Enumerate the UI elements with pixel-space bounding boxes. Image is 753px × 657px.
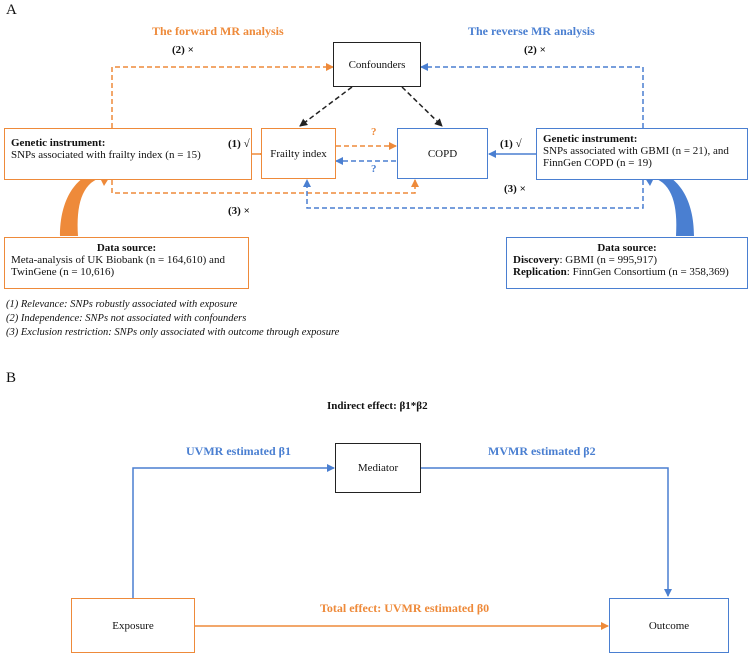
reverse-mr-title: The reverse MR analysis	[468, 24, 595, 38]
confounders-label: Confounders	[348, 58, 406, 71]
uvmr-beta1-label: UVMR estimated β1	[186, 444, 291, 458]
mvmr-beta2-label: MVMR estimated β2	[488, 444, 596, 458]
assumptions-list: (1) Relevance: SNPs robustly associated …	[6, 298, 339, 340]
right-source-discovery: Discovery: GBMI (n = 995,917)	[513, 254, 741, 266]
forward-mr-title: The forward MR analysis	[152, 24, 284, 38]
replication-label: Replication	[513, 266, 567, 278]
right-source-replication: Replication: FinnGen Consortium (n = 358…	[513, 266, 741, 278]
forward-independence-arrow	[111, 63, 334, 128]
forward-independence-mark: (2) ×	[172, 44, 194, 56]
reverse-exclusion-arrow	[303, 179, 644, 209]
left-genetic-instrument-box: Genetic instrument: SNPs associated with…	[4, 128, 252, 180]
reverse-exclusion-mark: (3) ×	[504, 183, 526, 195]
panel-b-label: B	[6, 370, 17, 386]
right-instrument-line2: FinnGen COPD (n = 19)	[543, 157, 652, 169]
right-genetic-instrument-box: Genetic instrument: SNPs associated with…	[536, 128, 748, 180]
left-source-curved-arrow	[60, 162, 118, 236]
exposure-to-mediator-arrow	[132, 464, 335, 598]
total-effect-label: Total effect: UVMR estimated β0	[320, 601, 490, 615]
left-source-line1: Meta-analysis of UK Biobank (n = 164,610…	[11, 254, 225, 266]
frailty-index-box: Frailty index	[261, 128, 336, 179]
left-source-heading: Data source:	[96, 242, 157, 254]
indirect-effect-label: Indirect effect: β1*β2	[327, 400, 428, 412]
right-instrument-heading: Genetic instrument:	[543, 133, 638, 145]
assumption-independence: (2) Independence: SNPs not associated wi…	[6, 313, 247, 324]
confounder-to-frailty-arrow	[299, 86, 353, 127]
forward-question-mark: ?	[371, 126, 377, 138]
exposure-label: Exposure	[112, 619, 154, 632]
mediator-box: Mediator	[335, 443, 421, 493]
mediator-to-outcome-arrow	[420, 467, 672, 597]
right-source-heading: Data source:	[597, 242, 657, 254]
right-data-source-box: Data source: Discovery: GBMI (n = 995,91…	[506, 237, 748, 289]
left-instrument-text: SNPs associated with frailty index (n = …	[11, 149, 201, 161]
assumption-relevance: (1) Relevance: SNPs robustly associated …	[6, 299, 238, 310]
reverse-relevance-mark: (1) √	[500, 138, 522, 150]
outcome-box: Outcome	[609, 598, 729, 653]
copd-box: COPD	[397, 128, 488, 179]
assumption-exclusion: (3) Exclusion restriction: SNPs only ass…	[6, 327, 340, 338]
reverse-independence-mark: (2) ×	[524, 44, 546, 56]
right-source-curved-arrow	[636, 162, 694, 236]
left-instrument-heading: Genetic instrument:	[11, 137, 106, 149]
forward-exclusion-arrow	[111, 179, 419, 194]
reverse-independence-arrow	[420, 63, 644, 128]
panel-a-label: A	[6, 2, 17, 18]
reverse-question-mark: ?	[371, 163, 377, 175]
exposure-box: Exposure	[71, 598, 195, 653]
forward-relevance-mark: (1) √	[228, 138, 250, 150]
copd-label: COPD	[427, 147, 458, 160]
replication-text: : FinnGen Consortium (n = 358,369)	[566, 266, 729, 278]
right-instrument-line1: SNPs associated with GBMI (n = 21), and	[543, 145, 729, 157]
discovery-label: Discovery	[513, 254, 560, 266]
confounder-to-copd-arrow	[401, 86, 443, 127]
frailty-index-label: Frailty index	[270, 147, 327, 160]
confounders-box: Confounders	[333, 42, 421, 87]
mediator-label: Mediator	[357, 462, 399, 474]
outcome-label: Outcome	[648, 619, 690, 632]
forward-exclusion-mark: (3) ×	[228, 205, 250, 217]
left-data-source-box: Data source: Meta-analysis of UK Biobank…	[4, 237, 249, 289]
discovery-text: : GBMI (n = 995,917)	[559, 254, 657, 266]
left-source-line2: TwinGene (n = 10,616)	[11, 266, 115, 278]
